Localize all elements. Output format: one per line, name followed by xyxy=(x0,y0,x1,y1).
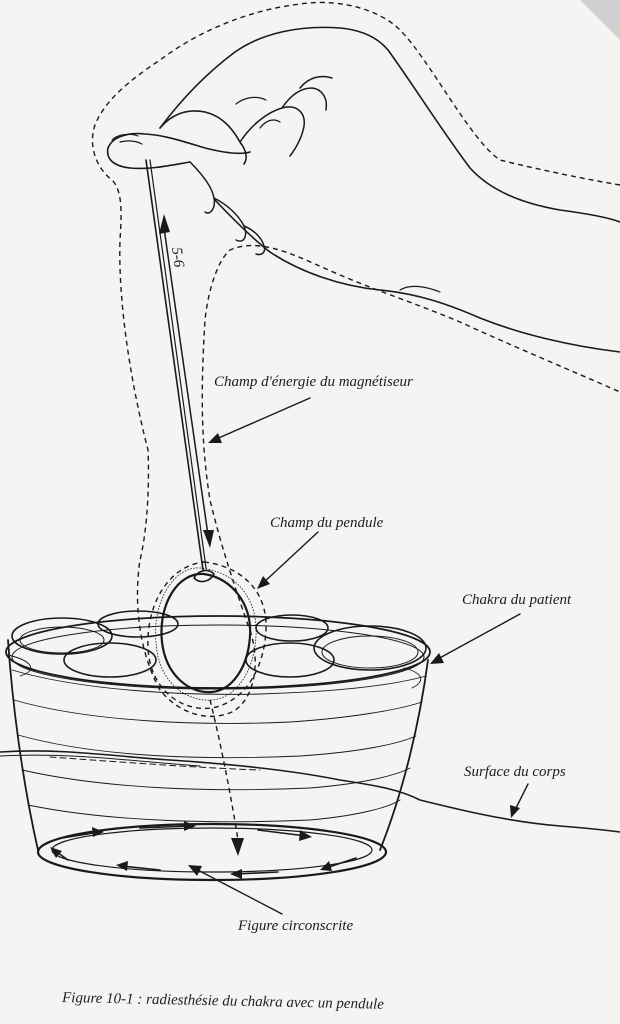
string-length-arrow xyxy=(159,214,214,548)
label-patient-chakra: Chakra du patient xyxy=(462,592,572,608)
label-energy-field: Champ d'énergie du magnétiseur xyxy=(214,374,413,390)
figure-caption: Figure 10-1 : radiesthésie du chakra ave… xyxy=(61,990,384,1013)
hand-drawing xyxy=(106,26,620,353)
projection-line xyxy=(209,699,239,841)
label-traced-figure: Figure circonscrite xyxy=(237,918,353,934)
pendulum-string xyxy=(145,159,204,571)
pendulum-weight xyxy=(160,572,252,694)
chakra-openings xyxy=(11,610,427,678)
string-length-label: 5-6 xyxy=(168,246,187,269)
label-pendulum-field: Champ du pendule xyxy=(270,515,384,531)
page-corner-shadow xyxy=(580,0,620,40)
energy-field-outline xyxy=(91,1,620,718)
label-body-surface: Surface du corps xyxy=(464,764,566,780)
callout-arrows xyxy=(188,397,529,915)
traced-figure-arrows xyxy=(50,821,357,879)
body-surface-line xyxy=(0,750,620,833)
chakra-cylinder xyxy=(5,615,431,882)
pendulum-field-outline xyxy=(147,561,267,710)
